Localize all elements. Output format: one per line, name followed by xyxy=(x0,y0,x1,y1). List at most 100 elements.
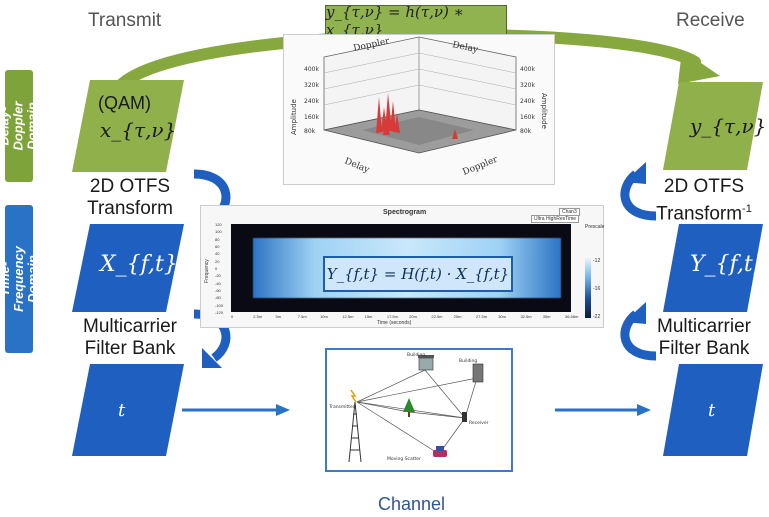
rx-dd-symbol: y_{τ,ν} xyxy=(690,114,767,138)
channel-transmitter-label: Transmitter xyxy=(328,404,355,410)
spectrogram-y-tick: 100 xyxy=(215,229,222,235)
spectrogram-y-tick: -40 xyxy=(215,280,221,286)
tx-otfs-label-line2: Transform xyxy=(87,198,173,219)
channel-scene: Transmitter Building Building Receiver M… xyxy=(328,352,489,463)
rx-mc-label: Multicarrier Filter Bank xyxy=(640,316,768,360)
spectrogram-image: Y_{f,t} = H(f,t) · X_{f,t} xyxy=(231,224,571,312)
tx-dd-parallelogram xyxy=(72,80,184,172)
z-tick-left: 320k xyxy=(304,82,319,89)
rx-mc-label-line1: Multicarrier xyxy=(657,316,751,337)
rx-time-symbol: t xyxy=(708,400,716,421)
spectrogram-x-tick: 36.58m xyxy=(565,314,579,319)
axis-delay-bottom: Delay xyxy=(343,157,372,176)
spectrogram-x-tick: 32.5m xyxy=(520,314,532,319)
rx-tf-symbol: Y_{f,t} xyxy=(690,252,767,277)
channel-panel: Transmitter Building Building Receiver M… xyxy=(325,348,513,472)
spectrogram-y-tick: 0 xyxy=(215,266,218,271)
spectrogram-x-tick: 7.5m xyxy=(297,314,307,319)
tx-time-parallelogram xyxy=(72,364,184,456)
spectrogram-x-tick: 5m xyxy=(275,314,282,319)
z-tick-right: 160k xyxy=(520,114,535,121)
delay-doppler-domain-label: Delay-Doppler Domain xyxy=(0,101,41,151)
signal-icon xyxy=(350,389,357,403)
spectrogram-x-tick: 35m xyxy=(542,314,551,319)
peak-small xyxy=(452,129,458,139)
z-tick-left: 160k xyxy=(304,114,319,121)
transmitter-tower-icon xyxy=(348,401,362,463)
spectrogram-y-tick: -60 xyxy=(215,288,221,293)
tx-to-channel-arrow xyxy=(182,404,290,416)
delay-doppler-domain-bar: Delay-Doppler Domain xyxy=(0,70,40,182)
spectrogram-xlabel: Time (seconds) xyxy=(377,320,412,326)
tx-mc-label: Multicarrier Filter Bank xyxy=(70,316,190,360)
car-icon xyxy=(433,446,447,457)
tx-otfs-label-line1: 2D OTFS xyxy=(89,176,171,197)
spectrogram-y-tick: 80 xyxy=(215,236,220,242)
io-relation-box: y_{τ,ν} = h(τ,ν) ∗ x_{τ,ν} xyxy=(325,3,507,39)
tx-qam-label: (QAM) xyxy=(98,93,151,113)
spectrogram-x-tick: 22.5m xyxy=(431,314,443,319)
tx-dd-symbol: x_{τ,ν} xyxy=(100,118,177,142)
rx-time-parallelogram xyxy=(663,364,763,456)
spectrogram-y-tick: -80 xyxy=(215,295,221,301)
spectrogram-x-tick: 25m xyxy=(453,314,462,319)
rx-otfs-curved-arrow xyxy=(620,162,657,221)
tx-time-symbol: t xyxy=(118,400,126,421)
rx-otfs-label-line1: 2D OTFS xyxy=(663,176,745,197)
spectrogram-x-tick: 10m xyxy=(320,314,328,319)
spectrogram-x-tick: 17.5m xyxy=(386,314,398,319)
rx-tf-parallelogram xyxy=(663,224,763,312)
colorbar-tick: -16 xyxy=(593,286,601,292)
tx-tf-symbol: X_{f,t} xyxy=(100,252,178,277)
tx-mc-label-line2: Filter Bank xyxy=(84,338,176,359)
spectrogram-y-tick: 120 xyxy=(215,222,222,227)
spectrogram-y-tick: 20 xyxy=(215,258,220,264)
z-tick-right: 320k xyxy=(520,82,535,89)
tx-dd-tf-parallelogram xyxy=(72,224,184,312)
spectrogram-y-tick: -100 xyxy=(215,302,224,308)
rx-mc-curved-arrow xyxy=(620,302,657,361)
spectrogram-y-tick: 40 xyxy=(215,251,220,257)
spectrogram-y-tick: -20 xyxy=(215,273,221,279)
tree-icon xyxy=(403,398,415,417)
z-tick-right: 80k xyxy=(520,128,532,135)
spectrogram-colorbar xyxy=(585,258,591,318)
z-tick-left: 400k xyxy=(304,66,319,73)
spectrogram-x-tick: 12.5m xyxy=(342,314,354,319)
channel-to-rx-arrow xyxy=(555,404,651,416)
channel-scatter-label: Moving Scatter xyxy=(387,456,421,462)
plot3d-svg: Doppler Delay Delay Doppler Amplitude Am… xyxy=(290,36,548,178)
channel-building2-label: Building xyxy=(459,358,477,364)
spectrogram-x-tick: 27.5m xyxy=(475,314,488,319)
receiver-icon xyxy=(462,412,467,422)
spectrogram-x-tick: 0 xyxy=(231,314,234,319)
time-frequency-domain-label: Time-Frequency Domain xyxy=(0,246,40,312)
spectrogram-prescale-option[interactable]: Prescale xyxy=(585,224,605,230)
spectrogram-ylabel: Frequency xyxy=(203,259,210,283)
tx-otfs-label: 2D OTFS Transform xyxy=(70,176,190,220)
spectrogram-title: Spectrogram xyxy=(383,209,427,216)
z-tick-right: 400k xyxy=(520,66,535,73)
peak-cluster-main xyxy=(376,93,400,135)
z-tick-left: 80k xyxy=(304,128,316,135)
spectrogram-dropdown-mode[interactable]: Ultra HighResTime xyxy=(531,215,580,223)
spectrogram-x-tick: 15m xyxy=(364,314,373,319)
time-frequency-domain-bar: Time-Frequency Domain xyxy=(0,205,40,353)
z-tick-right: 240k xyxy=(520,98,535,105)
axis-doppler-bottom: Doppler xyxy=(461,155,499,178)
rx-dd-parallelogram xyxy=(663,82,763,170)
receive-title: Receive xyxy=(676,10,745,31)
channel-title: Channel xyxy=(378,494,446,514)
tx-mc-label-line1: Multicarrier xyxy=(83,316,177,337)
rx-otfs-superscript: -1 xyxy=(742,203,752,215)
spectrogram-x-tick: 2.5m xyxy=(253,314,263,319)
channel-receiver-label: Receiver xyxy=(469,420,489,426)
rx-otfs-label-line2: Transform xyxy=(656,203,743,225)
spectrogram-x-tick: 30m xyxy=(498,314,506,319)
z-tick-left: 240k xyxy=(304,98,319,105)
building-icon xyxy=(418,355,434,371)
spectrogram-y-tick: 60 xyxy=(215,244,220,249)
colorbar-tick: -12 xyxy=(593,258,601,264)
spectrogram-equation: Y_{f,t} = H(f,t) · X_{f,t} xyxy=(326,265,510,283)
building-icon xyxy=(472,363,484,383)
